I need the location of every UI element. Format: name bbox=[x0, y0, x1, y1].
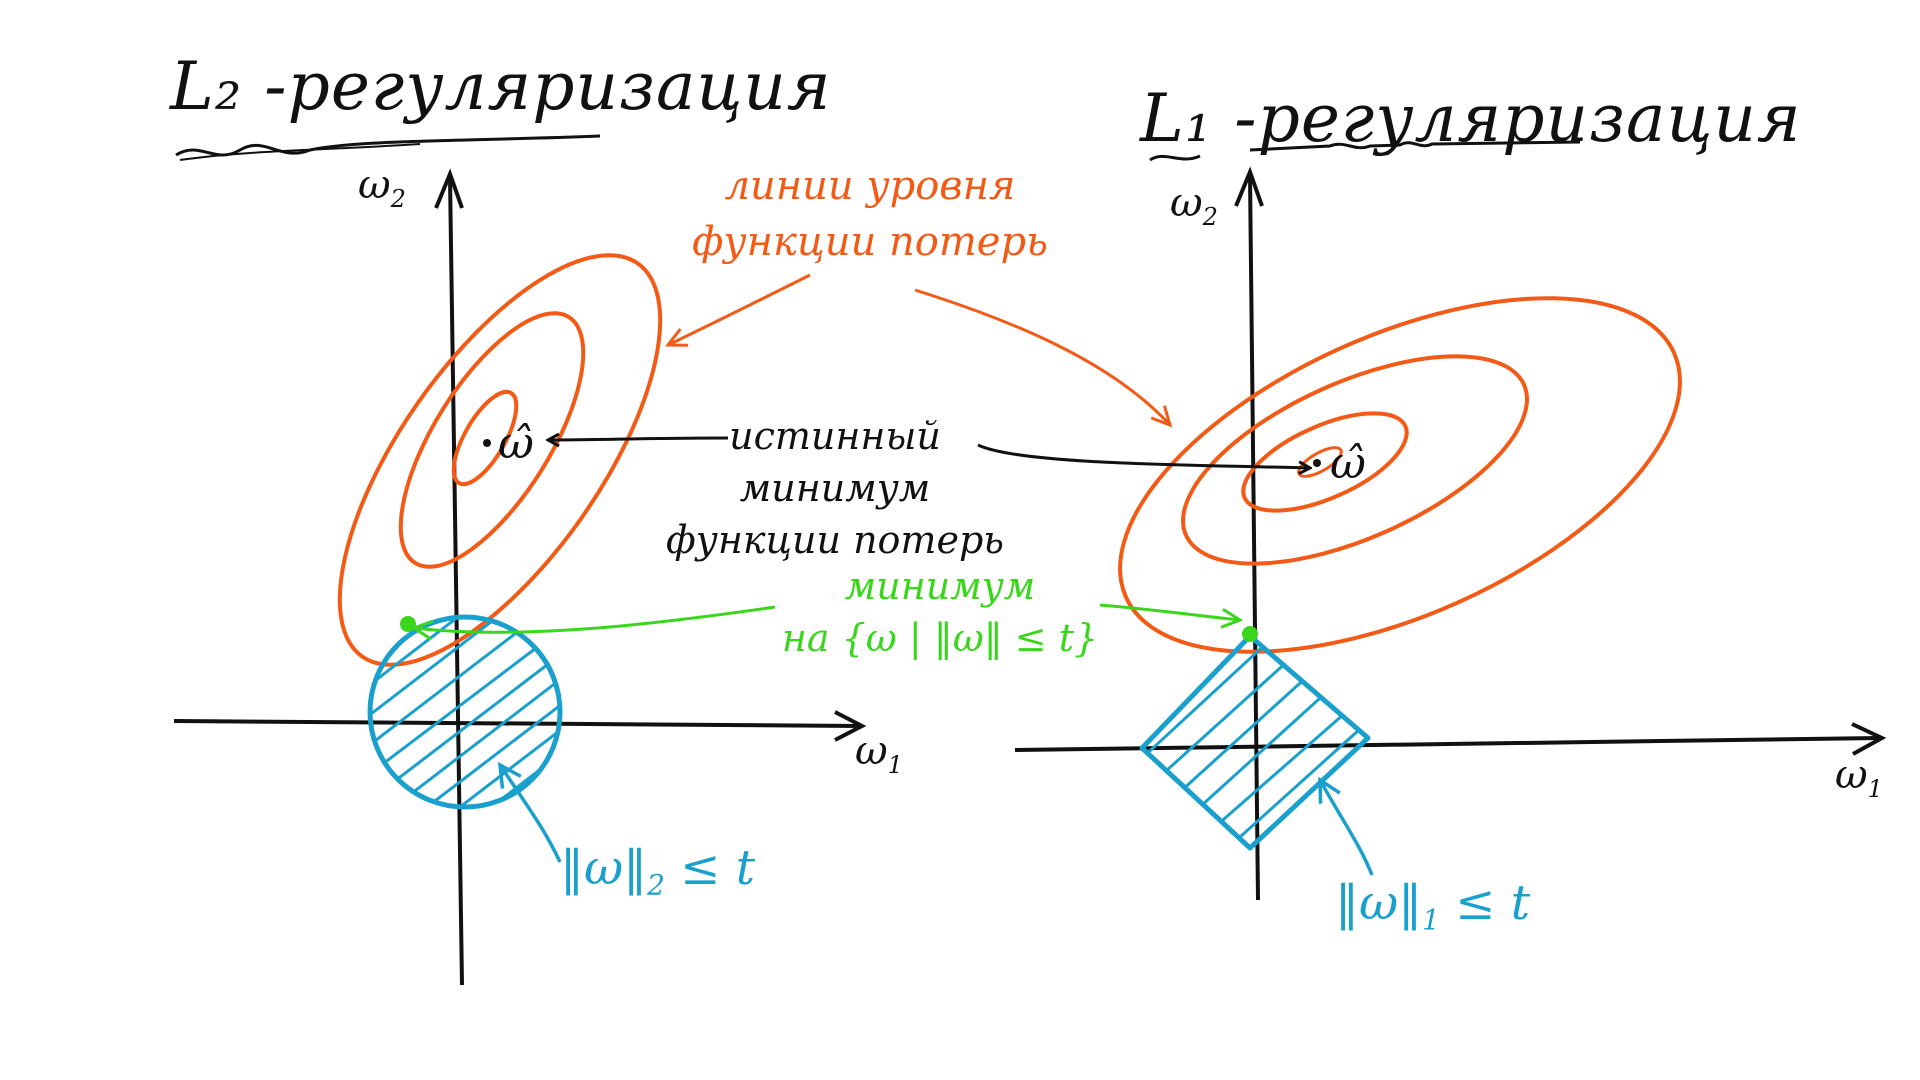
right-constraint-pointer bbox=[1318, 776, 1374, 876]
constrained-min-annotation: минимум на {ω | ‖ω‖ ≤ t} bbox=[755, 560, 1125, 664]
true-min-line3: функции потерь bbox=[666, 518, 1004, 562]
right-constraint-label: ‖ω‖1 ≤ t bbox=[1335, 875, 1530, 937]
right-w1-arrowhead bbox=[1851, 722, 1887, 756]
right-constrained-min-dot bbox=[1242, 626, 1258, 642]
left-w2-label: ω2 bbox=[358, 162, 406, 213]
left-w1-arrowhead bbox=[834, 710, 867, 742]
orange-arrow-left bbox=[668, 273, 811, 345]
orange-arrow-right bbox=[914, 288, 1170, 425]
left-constraint-label: ‖ω‖2 ≤ t bbox=[560, 840, 755, 902]
constrained-min-line1: минимум bbox=[844, 564, 1036, 608]
right-constraint-hatch bbox=[1142, 636, 1368, 848]
left-title-underline-2 bbox=[179, 143, 421, 161]
right-true-min-dot bbox=[1313, 459, 1321, 467]
right-constraint-diamond bbox=[1139, 633, 1371, 851]
right-w2-label: ω2 bbox=[1170, 180, 1218, 231]
level-lines-line2: функции потерь bbox=[692, 219, 1048, 265]
right-contour-inner bbox=[1241, 411, 1409, 513]
left-constraint-pointer bbox=[497, 761, 562, 863]
black-arrow-left bbox=[548, 438, 729, 440]
right-title-underline bbox=[1149, 140, 1581, 162]
left-w2-arrowhead bbox=[434, 168, 464, 209]
left-constraint-circle bbox=[367, 614, 563, 810]
left-w1-axis bbox=[173, 719, 861, 728]
true-min-annotation: истинный минимум функции потерь bbox=[665, 410, 1005, 566]
true-min-line1: истинный bbox=[729, 414, 941, 458]
left-w-hat: ω̂ bbox=[498, 418, 534, 469]
left-w2-axis bbox=[448, 177, 464, 986]
left-w1-label: ω1 bbox=[855, 728, 903, 779]
left-contour-inner bbox=[451, 389, 519, 487]
right-w-hat: ω̂ bbox=[1330, 438, 1366, 489]
right-w1-label: ω1 bbox=[1835, 752, 1883, 803]
constrained-min-line2: на {ω | ‖ω‖ ≤ t} bbox=[781, 616, 1099, 660]
green-arrow-left bbox=[414, 605, 776, 632]
left-constrained-min-dot bbox=[400, 616, 416, 632]
right-w1-axis bbox=[1014, 736, 1881, 752]
left-contour-middle bbox=[398, 311, 586, 569]
left-title: L₂ -регуляризация bbox=[170, 48, 832, 125]
level-lines-annotation: линии уровня функции потерь bbox=[690, 158, 1050, 270]
right-w2-arrowhead bbox=[1234, 166, 1264, 207]
right-contour-middle bbox=[1181, 354, 1529, 566]
left-title-underline bbox=[175, 134, 601, 157]
true-min-line2: минимум bbox=[739, 466, 931, 510]
green-arrow-right bbox=[1099, 603, 1240, 620]
right-w2-axis bbox=[1248, 175, 1260, 901]
black-arrow-right bbox=[977, 443, 1310, 468]
left-contour-outer bbox=[337, 253, 663, 667]
level-lines-line1: линии уровня bbox=[724, 163, 1016, 209]
left-true-min-dot bbox=[483, 439, 491, 447]
right-contour-outer bbox=[1118, 296, 1682, 654]
right-title: L₁ -регуляризация bbox=[1140, 80, 1802, 157]
